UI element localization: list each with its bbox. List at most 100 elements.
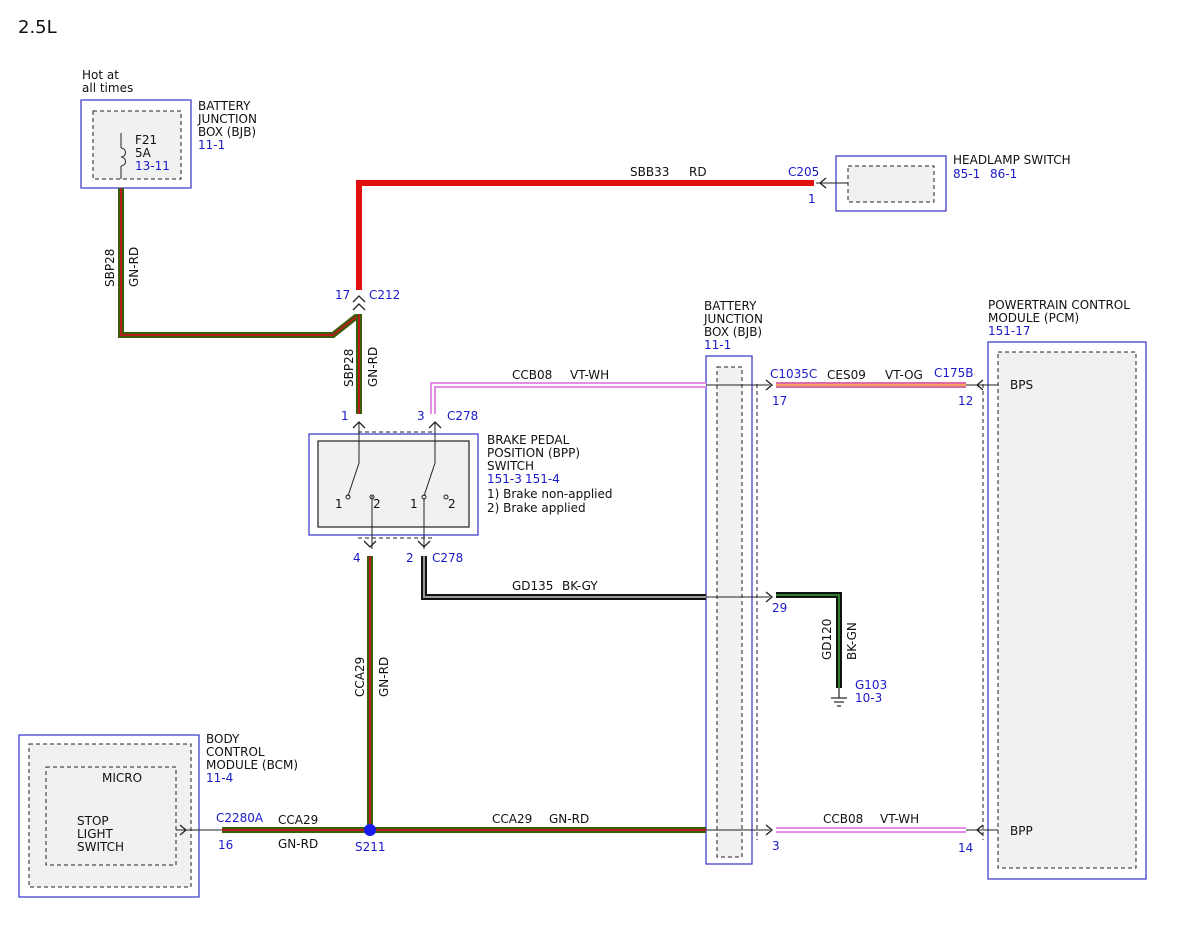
- c205-arrow-icon: [818, 177, 827, 189]
- cca29-main-circuit: CCA29: [492, 812, 532, 826]
- bpp-note-2: 2) Brake applied: [487, 501, 586, 515]
- bcm-box: [18, 734, 200, 898]
- bpp-sw1-pos1: 1: [335, 497, 343, 511]
- cca29-bcm-circuit: CCA29: [278, 813, 318, 827]
- pcm-ref: 151-17: [988, 324, 1031, 338]
- c1035c-pin17-arrow-icon: [765, 379, 774, 391]
- fuse-ref: 13-11: [135, 159, 170, 173]
- gd120-circuit: GD120: [820, 619, 834, 660]
- c175b-pin12-arrow-icon: [975, 379, 984, 391]
- pcm-name-2: MODULE (PCM): [988, 311, 1079, 325]
- pcm-pin-bps: BPS: [1010, 378, 1033, 392]
- pcm-box: [982, 341, 1147, 880]
- bpp-sw2-pos1: 1: [410, 497, 418, 511]
- ground-ref: 10-3: [855, 691, 882, 705]
- bcm-name-2: CONTROL: [206, 745, 265, 759]
- page-title: 2.5L: [18, 17, 57, 38]
- bjb-top-ref: 11-1: [198, 138, 225, 152]
- connector-arrows: [179, 177, 984, 836]
- bjb-top-name-3: BOX (BJB): [198, 125, 256, 139]
- c278-bot-pin-b: 2: [406, 551, 414, 565]
- ces09-color: VT-OG: [885, 368, 923, 382]
- sbp28-upper-color: GN-RD: [127, 247, 141, 287]
- fuse-label: F21: [135, 133, 157, 147]
- c1035c-pin-a: 17: [772, 394, 787, 408]
- bjb-mid-name-2: JUNCTION: [703, 312, 763, 326]
- bjb-passthrough-lines: [176, 384, 998, 831]
- c212-pin: 17: [335, 288, 350, 302]
- sbb33-color: RD: [689, 165, 707, 179]
- c175b-pin-b: 14: [958, 841, 973, 855]
- hot-at-label: Hot at: [82, 68, 119, 82]
- c1035c-pin29-arrow-icon: [765, 591, 774, 603]
- c205-pin: 1: [808, 192, 816, 206]
- bcm-ref: 11-4: [206, 771, 233, 785]
- ccb08-top-circuit: CCB08: [512, 368, 552, 382]
- sbb33-circuit: SBB33: [630, 165, 669, 179]
- bjb-top-name-2: JUNCTION: [197, 112, 257, 126]
- cca29-main-color: GN-RD: [549, 812, 589, 826]
- headlamp-ref-2: 86-1: [990, 167, 1017, 181]
- splice-s211-icon: [364, 824, 376, 836]
- bjb-top-box: [80, 99, 192, 189]
- c278-pin4-arrow-icon: [363, 540, 377, 548]
- c278-bot-name: C278: [432, 551, 463, 565]
- pcm-pin-bpp: BPP: [1010, 824, 1033, 838]
- bcm-stop-label: STOP: [77, 814, 109, 828]
- ces09-circuit: CES09: [827, 368, 866, 382]
- c175b-name: C175B: [934, 366, 974, 380]
- ccb08-top-color: VT-WH: [570, 368, 609, 382]
- headlamp-switch-box: [816, 155, 947, 212]
- c1035c-pin3-arrow-icon: [765, 824, 774, 836]
- headlamp-ref-1: 85-1: [953, 167, 980, 181]
- headlamp-switch-name: HEADLAMP SWITCH: [953, 153, 1071, 167]
- c212-name: C212: [369, 288, 400, 302]
- c212-arrow-icon: [352, 295, 366, 311]
- c278-bot-pin-a: 4: [353, 551, 361, 565]
- s211-name: S211: [355, 840, 386, 854]
- bpp-ref-1: 151-3: [487, 472, 522, 486]
- bcm-micro-label: MICRO: [102, 771, 142, 785]
- c175b-pin-a: 12: [958, 394, 973, 408]
- bpp-sw1-pos2: 2: [373, 497, 381, 511]
- wire-sbb33: [356, 180, 814, 290]
- cca29-vert-circuit: CCA29: [353, 657, 367, 697]
- bcm-name-1: BODY: [206, 732, 240, 746]
- wire-sbp28-upper: [118, 188, 359, 338]
- gd135-color: BK-GY: [562, 579, 598, 593]
- gd120-color: BK-GN: [845, 622, 859, 660]
- c2280a-pin: 16: [218, 838, 233, 852]
- ground-icon: [831, 688, 847, 707]
- c278-pin2-arrow-icon: [417, 540, 431, 548]
- sbp28-upper-circuit: SBP28: [103, 249, 117, 287]
- cca29-vert-color: GN-RD: [377, 657, 391, 697]
- c278-pin1-arrow-icon: [352, 421, 366, 429]
- c278-top-name: C278: [447, 409, 478, 423]
- c278-top-pin-a: 1: [341, 409, 349, 423]
- all-times-label: all times: [82, 81, 133, 95]
- wire-gd135: [421, 556, 706, 600]
- bpp-name-2: POSITION (BPP): [487, 446, 580, 460]
- bpp-switch-box: [308, 422, 479, 549]
- fuse-rating: 5A: [135, 146, 152, 160]
- bjb-mid-box: [705, 355, 758, 865]
- c1035c-pin-c: 3: [772, 839, 780, 853]
- c1035c-name: C1035C: [770, 367, 817, 381]
- c278-top-pin-b: 3: [417, 409, 425, 423]
- bcm-light-label: LIGHT: [77, 827, 114, 841]
- c205-name: C205: [788, 165, 819, 179]
- bpp-name-1: BRAKE PEDAL: [487, 433, 570, 447]
- c278-pin3-arrow-icon: [428, 421, 442, 429]
- bpp-sw2-pos2: 2: [448, 497, 456, 511]
- sbp28-lower-circuit: SBP28: [342, 349, 356, 387]
- bpp-note-1: 1) Brake non-applied: [487, 487, 613, 501]
- gd135-circuit: GD135: [512, 579, 553, 593]
- cca29-bcm-color: GN-RD: [278, 837, 318, 851]
- c1035c-pin-b: 29: [772, 601, 787, 615]
- wire-gd120: [776, 592, 842, 688]
- ccb08-bottom-color: VT-WH: [880, 812, 919, 826]
- wire-ccb08-top: [430, 382, 706, 414]
- bcm-name-3: MODULE (BCM): [206, 758, 298, 772]
- c2280a-name: C2280A: [216, 811, 264, 825]
